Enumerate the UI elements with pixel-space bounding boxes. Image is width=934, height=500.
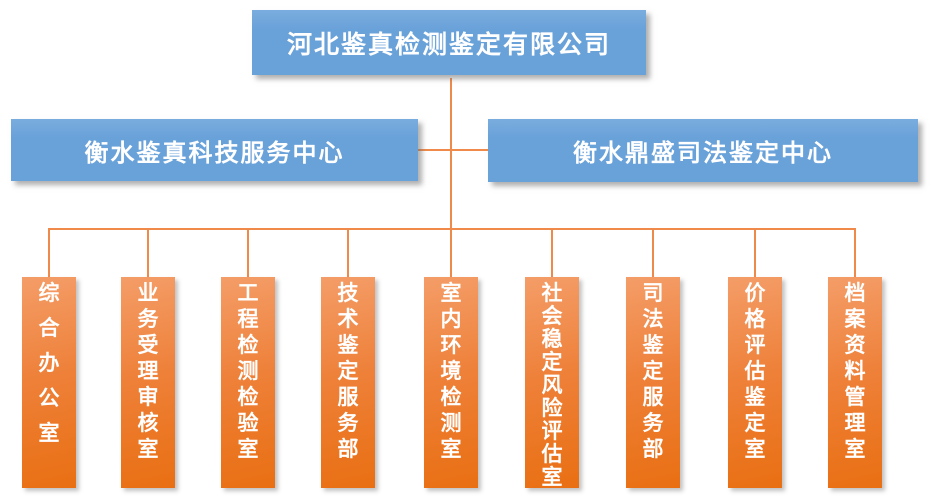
org-node-dept-price-evaluation-appraisal: 价格评估鉴定室 — [728, 277, 782, 488]
connector-drop-indoor-environment — [450, 229, 452, 278]
org-node-root-label: 河北鉴真检测鉴定有限公司 — [286, 30, 611, 59]
connector-distribution-bar — [48, 228, 856, 230]
connector-drop-technical-appraisal — [347, 229, 349, 278]
org-node-dept-technical-appraisal-service: 技术鉴定服务部 — [321, 277, 375, 488]
org-node-dept-social-stability-risk: 社会稳定风险评估室 — [525, 277, 579, 488]
connector-drop-archives-management — [854, 229, 856, 278]
org-node-dept-judicial-appraisal-service: 司法鉴定服务部 — [626, 277, 680, 488]
org-node-center-judicial-appraisal-label: 衡水鼎盛司法鉴定中心 — [573, 140, 833, 167]
org-node-center-tech-service-label: 衡水鉴真科技服务中心 — [84, 139, 345, 167]
connector-trunk — [450, 78, 452, 229]
connector-drop-price-evaluation — [754, 229, 756, 278]
org-node-dept-indoor-environment-testing: 室内环境检测室 — [424, 277, 478, 488]
org-node-root: 河北鉴真检测鉴定有限公司 — [252, 10, 646, 75]
org-node-dept-archives-management: 档案资料管理室 — [828, 277, 882, 488]
connector-drop-comprehensive-office — [48, 229, 50, 278]
org-node-dept-business-acceptance-review: 业务受理审核室 — [121, 277, 175, 488]
org-node-dept-engineering-inspection: 工程检测检验室 — [221, 277, 275, 488]
connector-drop-social-stability-risk — [551, 229, 553, 278]
connector-drop-engineering-inspection — [247, 229, 249, 278]
connector-drop-judicial-appraisal — [652, 229, 654, 278]
org-node-center-judicial-appraisal: 衡水鼎盛司法鉴定中心 — [488, 119, 918, 182]
org-node-dept-comprehensive-office: 综合办公室 — [22, 277, 76, 488]
connector-drop-business-acceptance-review — [147, 229, 149, 278]
connector-centers-link — [417, 149, 489, 151]
org-node-center-tech-service: 衡水鉴真科技服务中心 — [11, 119, 418, 181]
